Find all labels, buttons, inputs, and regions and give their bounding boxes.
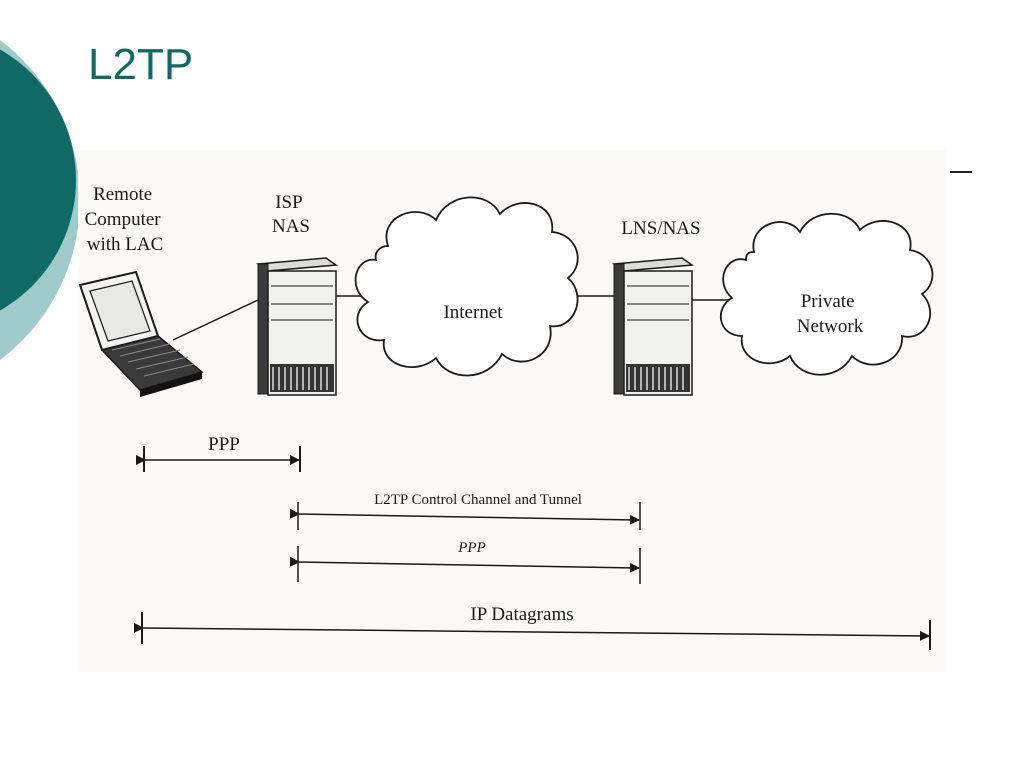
laptop-icon [78,270,204,397]
private-network-label: Private Network [797,291,864,337]
ppp-tunnel-span [289,546,641,584]
isp-nas-server-icon [255,257,339,396]
internet-cloud-icon [354,196,579,377]
ip-datagrams-label: IP Datagrams [470,604,573,625]
l2tp-tunnel-label: L2TP Control Channel and Tunnel [374,492,582,508]
isp-nas-label: ISP NAS [272,192,310,237]
remote-computer-label: Remote Computer with LAC [85,184,166,255]
laptop-to-isp-link [172,299,259,341]
lns-nas-server-icon [611,257,695,396]
stray-dash [950,171,972,173]
internet-label: Internet [443,302,503,323]
diagram-scan: Remote Computer with LAC ISP NAS LNS/NAS [78,150,946,672]
ppp-local-span [136,446,301,472]
lns-nas-label: LNS/NAS [621,218,700,239]
l2tp-tunnel-span [289,502,641,530]
ppp-local-label: PPP [208,434,240,455]
l2tp-diagram: Remote Computer with LAC ISP NAS LNS/NAS [78,184,934,650]
slide-title: L2TP [88,40,194,89]
ip-datagrams-span [133,612,931,650]
private-network-cloud-icon [719,212,934,376]
ppp-tunnel-label: PPP [457,540,486,556]
